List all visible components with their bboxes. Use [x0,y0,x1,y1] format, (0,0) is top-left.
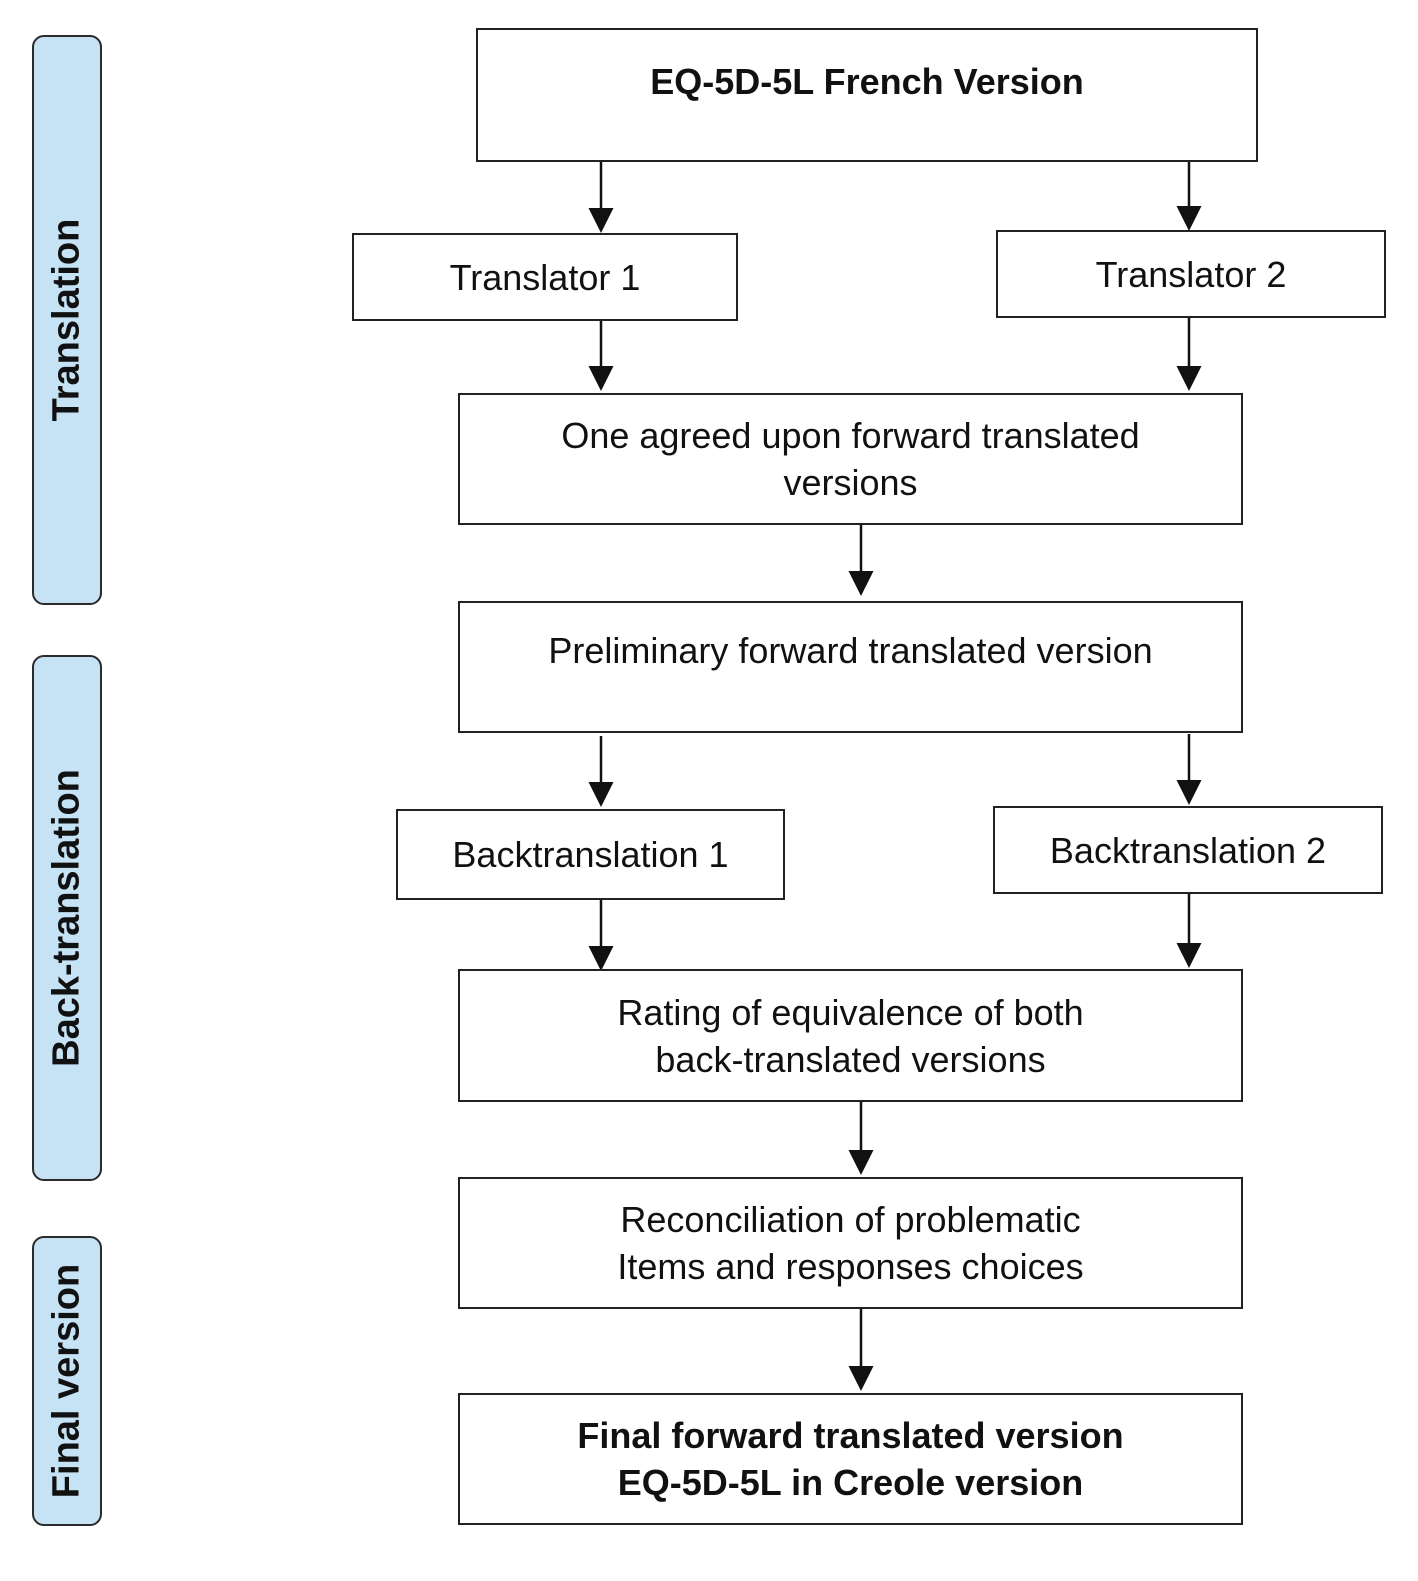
phase-back-translation: Back-translation [32,655,102,1181]
box-agreed-forward-line-1: One agreed upon forward translated [561,415,1140,456]
box-backtranslation-1: Backtranslation 1 [396,809,785,900]
box-backtranslation-1-line-1: Backtranslation 1 [452,834,729,875]
box-rating-equivalence-line-2: back-translated versions [655,1038,1046,1080]
box-rating-equivalence: Rating of equivalence of both back-trans… [458,969,1243,1102]
box-final-forward-line-2: EQ-5D-5L in Creole version [617,1462,1084,1503]
box-final-forward-line-1: Final forward translated version [577,1415,1124,1456]
phase-translation: Translation [32,35,102,605]
box-reconciliation-line-1: Reconciliation of problematic [620,1199,1081,1240]
box-agreed-forward-line-2: versions [783,462,918,503]
box-preliminary-forward: Preliminary forward translated version [458,601,1243,733]
box-translator-1-line-1: Translator 1 [449,256,641,298]
box-translator-1: Translator 1 [352,233,738,321]
box-translator-2-line-1: Translator 2 [1095,253,1287,295]
phase-final-version-label: Final version [45,1263,88,1499]
box-french-version-line-1: EQ-5D-5L French Version [650,61,1084,102]
box-backtranslation-2-line-1: Backtranslation 2 [1049,829,1327,871]
box-rating-equivalence-line-1: Rating of equivalence of both [617,991,1084,1033]
box-translator-2: Translator 2 [996,230,1386,318]
box-reconciliation: Reconciliation of problematic Items and … [458,1177,1243,1309]
box-backtranslation-2: Backtranslation 2 [993,806,1383,894]
box-agreed-forward: One agreed upon forward translated versi… [458,393,1243,525]
box-preliminary-forward-line-1: Preliminary forward translated version [548,630,1153,671]
box-final-forward: Final forward translated version EQ-5D-5… [458,1393,1243,1525]
phase-back-translation-label: Back-translation [45,769,88,1067]
phase-final-version: Final version [32,1236,102,1526]
phase-translation-label: Translation [45,218,88,422]
box-reconciliation-line-2: Items and responses choices [617,1246,1084,1287]
box-french-version: EQ-5D-5L French Version [476,28,1258,162]
